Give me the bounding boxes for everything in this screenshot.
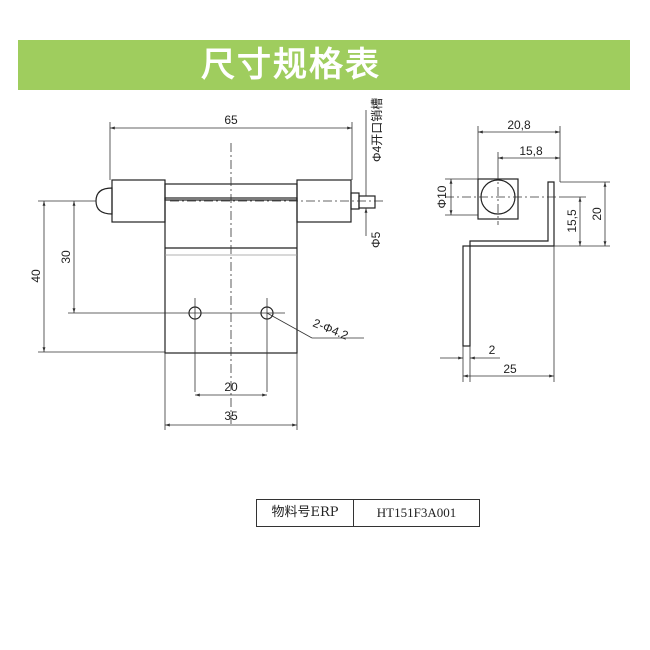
dim-65-label: 65 bbox=[224, 113, 238, 127]
side-view bbox=[445, 170, 560, 347]
dim-20-side: 20 bbox=[560, 181, 610, 246]
dim-15-8: 15,8 bbox=[497, 144, 560, 170]
dim-30: 30 bbox=[59, 201, 76, 313]
dim-20-8-label: 20,8 bbox=[507, 118, 531, 132]
erp-label: 物料号ERP bbox=[257, 500, 354, 526]
side-arm bbox=[469, 181, 555, 247]
dim-20-8: 20,8 bbox=[477, 118, 561, 182]
dim-20-side-label: 20 bbox=[590, 207, 604, 221]
pin-end bbox=[358, 195, 376, 209]
dim-15-5: 15,5 bbox=[554, 196, 610, 247]
dim-2-label: 2 bbox=[489, 343, 496, 357]
title-banner: 尺寸规格表 bbox=[18, 40, 630, 90]
ball-end bbox=[95, 187, 113, 215]
pin-dia-label: Φ5 bbox=[369, 231, 383, 248]
pin-note-label: Φ4开口销槽 bbox=[370, 98, 384, 162]
dim-20-holes: 20 bbox=[195, 380, 267, 397]
dim-30-label: 30 bbox=[59, 250, 73, 264]
left-knuckle bbox=[111, 179, 166, 223]
side-leg bbox=[462, 245, 471, 347]
dim-15-8-label: 15,8 bbox=[519, 144, 543, 158]
dim-dia-10-label: Φ10 bbox=[435, 185, 449, 208]
dim-20-label: 20 bbox=[224, 380, 238, 394]
dim-40: 40 bbox=[29, 200, 165, 353]
dim-dia-10: Φ10 bbox=[435, 178, 478, 216]
dim-35-label: 35 bbox=[224, 409, 238, 423]
dim-65: 65 bbox=[109, 113, 353, 180]
dim-holes: 2-Φ4.2 bbox=[266, 312, 364, 343]
dim-35: 35 bbox=[164, 353, 298, 430]
dim-25-label: 25 bbox=[503, 362, 517, 376]
holes-label: 2-Φ4.2 bbox=[311, 316, 351, 343]
page-title: 尺寸规格表 bbox=[201, 45, 381, 85]
erp-table: 物料号ERP HT151F3A001 bbox=[256, 499, 480, 527]
dim-40-label: 40 bbox=[29, 269, 43, 283]
dim-pin: Φ4开口销槽 Φ5 bbox=[364, 98, 384, 248]
dim-15-5-label: 15,5 bbox=[565, 209, 579, 233]
erp-value: HT151F3A001 bbox=[376, 505, 457, 520]
dim-25: 25 bbox=[463, 246, 555, 382]
front-view bbox=[68, 143, 385, 425]
